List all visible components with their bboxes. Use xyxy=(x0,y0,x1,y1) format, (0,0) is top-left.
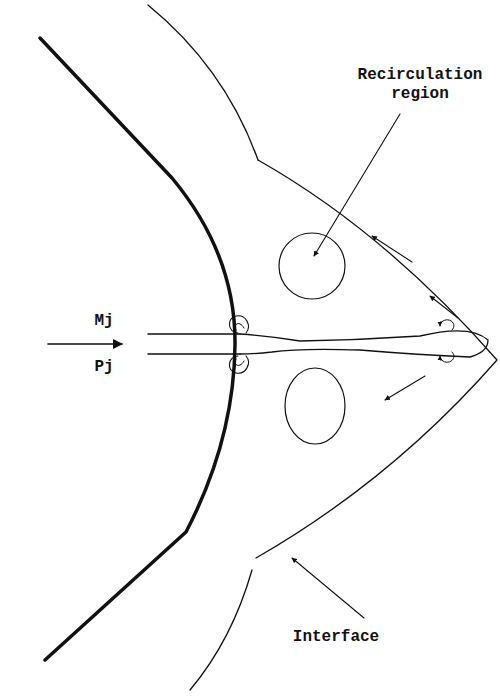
outer-arc xyxy=(190,570,252,690)
recirculation-vortex xyxy=(279,233,345,299)
leader-line xyxy=(314,114,400,256)
recirculation-vortex xyxy=(285,368,345,444)
interface-line xyxy=(256,160,497,558)
jet-boundary xyxy=(148,333,240,335)
interface-label: Interface xyxy=(276,628,396,647)
jet-boundary xyxy=(148,353,240,355)
bow-shock xyxy=(40,38,235,660)
leader-line xyxy=(292,558,364,618)
jet-arrow xyxy=(48,343,122,345)
flow-arrow xyxy=(430,296,458,318)
pressure-label: Pj xyxy=(84,358,124,377)
flow-arrow xyxy=(385,376,425,400)
swirl xyxy=(440,352,454,362)
region-label: Recirculation region xyxy=(345,66,495,104)
swirl xyxy=(440,320,454,330)
flow-arrow xyxy=(372,236,412,262)
jet-plume xyxy=(240,331,488,357)
small-vortex xyxy=(229,316,248,333)
small-vortex xyxy=(235,359,244,365)
small-vortex xyxy=(229,356,248,373)
outer-arc xyxy=(148,5,258,160)
small-vortex xyxy=(235,324,244,330)
mach-label: Mj xyxy=(84,312,124,331)
